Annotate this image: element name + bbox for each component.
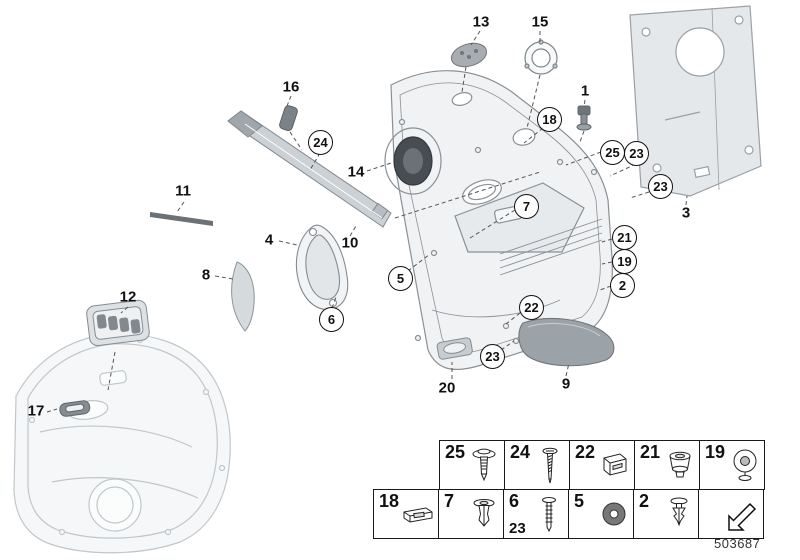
- door-pull-bracket: [295, 224, 349, 311]
- retaining-clip-icon: [403, 507, 433, 523]
- callout-balloon-7[interactable]: 7: [514, 194, 539, 219]
- callout-balloon-19[interactable]: 19: [612, 249, 637, 274]
- tapping-screw-icon: [542, 447, 558, 484]
- legend-num-23: 23: [509, 520, 526, 537]
- ghost-door-panel: [13, 333, 231, 554]
- callout-balloon-24[interactable]: 24: [308, 130, 333, 155]
- legend-cell-5[interactable]: 5: [568, 489, 634, 539]
- legend-num-6: 6: [509, 491, 520, 511]
- legend-cell-19[interactable]: 19: [699, 440, 765, 490]
- legend-cell-22[interactable]: 22: [569, 440, 635, 490]
- expanding-rivet-icon: [473, 499, 495, 527]
- callout-label-15[interactable]: 15: [531, 13, 549, 31]
- callout-balloon-25[interactable]: 25: [600, 140, 625, 165]
- callout-balloon-22[interactable]: 22: [519, 295, 544, 320]
- cover-cap: [279, 105, 298, 132]
- leader-lines: [46, 30, 688, 413]
- gasket-strip: [150, 212, 213, 226]
- callout-balloon-21[interactable]: 21: [612, 225, 637, 250]
- legend-num-7: 7: [444, 491, 455, 511]
- callout-label-11[interactable]: 11: [175, 182, 191, 200]
- callout-label-16[interactable]: 16: [282, 78, 300, 96]
- sealing-plug-icon: [669, 451, 691, 478]
- drawing-number: 503687: [714, 536, 761, 551]
- grommet-washer-icon: [602, 502, 626, 526]
- legend-num-18: 18: [379, 491, 400, 511]
- legend-num-19: 19: [705, 442, 726, 462]
- window-switch-panel: [86, 299, 150, 347]
- callout-balloon-23a[interactable]: 23: [624, 141, 649, 166]
- callout-label-20[interactable]: 20: [438, 379, 456, 397]
- legend-cell-6-23[interactable]: 6 23: [503, 489, 569, 539]
- callout-label-1[interactable]: 1: [580, 82, 590, 100]
- legend-cell-direction[interactable]: [698, 489, 764, 539]
- legend-row-1: 25 24 22 21: [439, 440, 765, 490]
- legend-cell-7[interactable]: 7: [438, 489, 504, 539]
- legend-cell-21[interactable]: 21: [634, 440, 700, 490]
- callout-label-14[interactable]: 14: [347, 163, 365, 181]
- tweeter-cover: [450, 42, 488, 68]
- legend-cell-2[interactable]: 2: [633, 489, 699, 539]
- legend-cell-24[interactable]: 24: [504, 440, 570, 490]
- door-trim-panel: [384, 70, 613, 371]
- legend-cell-25[interactable]: 25: [439, 440, 505, 490]
- legend-cell-18[interactable]: 18: [373, 489, 439, 539]
- legend-row-2: 18 7 6 23 5: [373, 489, 764, 539]
- map-pocket-pleats: [499, 218, 603, 276]
- callout-balloon-5[interactable]: 5: [388, 266, 413, 291]
- callout-label-12[interactable]: 12: [119, 288, 137, 306]
- fastener-clip-part1: [576, 105, 592, 131]
- legend-num-5: 5: [574, 491, 585, 511]
- callout-balloon-6[interactable]: 6: [319, 307, 344, 332]
- sound-insulation-panel: [629, 5, 762, 197]
- callout-label-4[interactable]: 4: [264, 231, 274, 249]
- lock-knob-trim: [59, 400, 91, 417]
- callout-balloon-23b[interactable]: 23: [648, 174, 673, 199]
- callout-balloon-2[interactable]: 2: [610, 273, 635, 298]
- armrest-pad: [518, 318, 615, 367]
- screw-with-washer-icon: [472, 448, 496, 482]
- callout-balloon-23c[interactable]: 23: [480, 344, 505, 369]
- decor-strip: [227, 110, 392, 228]
- legend-num-21: 21: [640, 442, 661, 462]
- expanding-clip-icon: [670, 497, 688, 527]
- handle-trim-cover: [231, 261, 255, 332]
- front-direction-arrow-icon: [728, 502, 757, 531]
- door-handle-cutout: [462, 179, 502, 205]
- callout-label-8[interactable]: 8: [201, 266, 211, 284]
- push-pin-rivet-icon: [542, 497, 556, 533]
- speaker-ring-outline: [384, 127, 442, 195]
- legend-num-24: 24: [510, 442, 531, 462]
- speaker-ring: [524, 39, 558, 75]
- legend-num-25: 25: [445, 442, 466, 462]
- callout-label-9[interactable]: 9: [561, 375, 571, 393]
- callout-balloon-18[interactable]: 18: [537, 107, 562, 132]
- legend-num-22: 22: [575, 442, 596, 462]
- callout-label-13[interactable]: 13: [472, 13, 490, 31]
- clip-nut-icon: [603, 453, 627, 476]
- callout-label-17[interactable]: 17: [27, 402, 45, 420]
- callout-label-10[interactable]: 10: [341, 234, 359, 252]
- legend-num-2: 2: [639, 491, 650, 511]
- blind-plug-icon: [733, 449, 757, 481]
- courtesy-lamp: [436, 337, 473, 360]
- callout-label-3[interactable]: 3: [681, 204, 691, 222]
